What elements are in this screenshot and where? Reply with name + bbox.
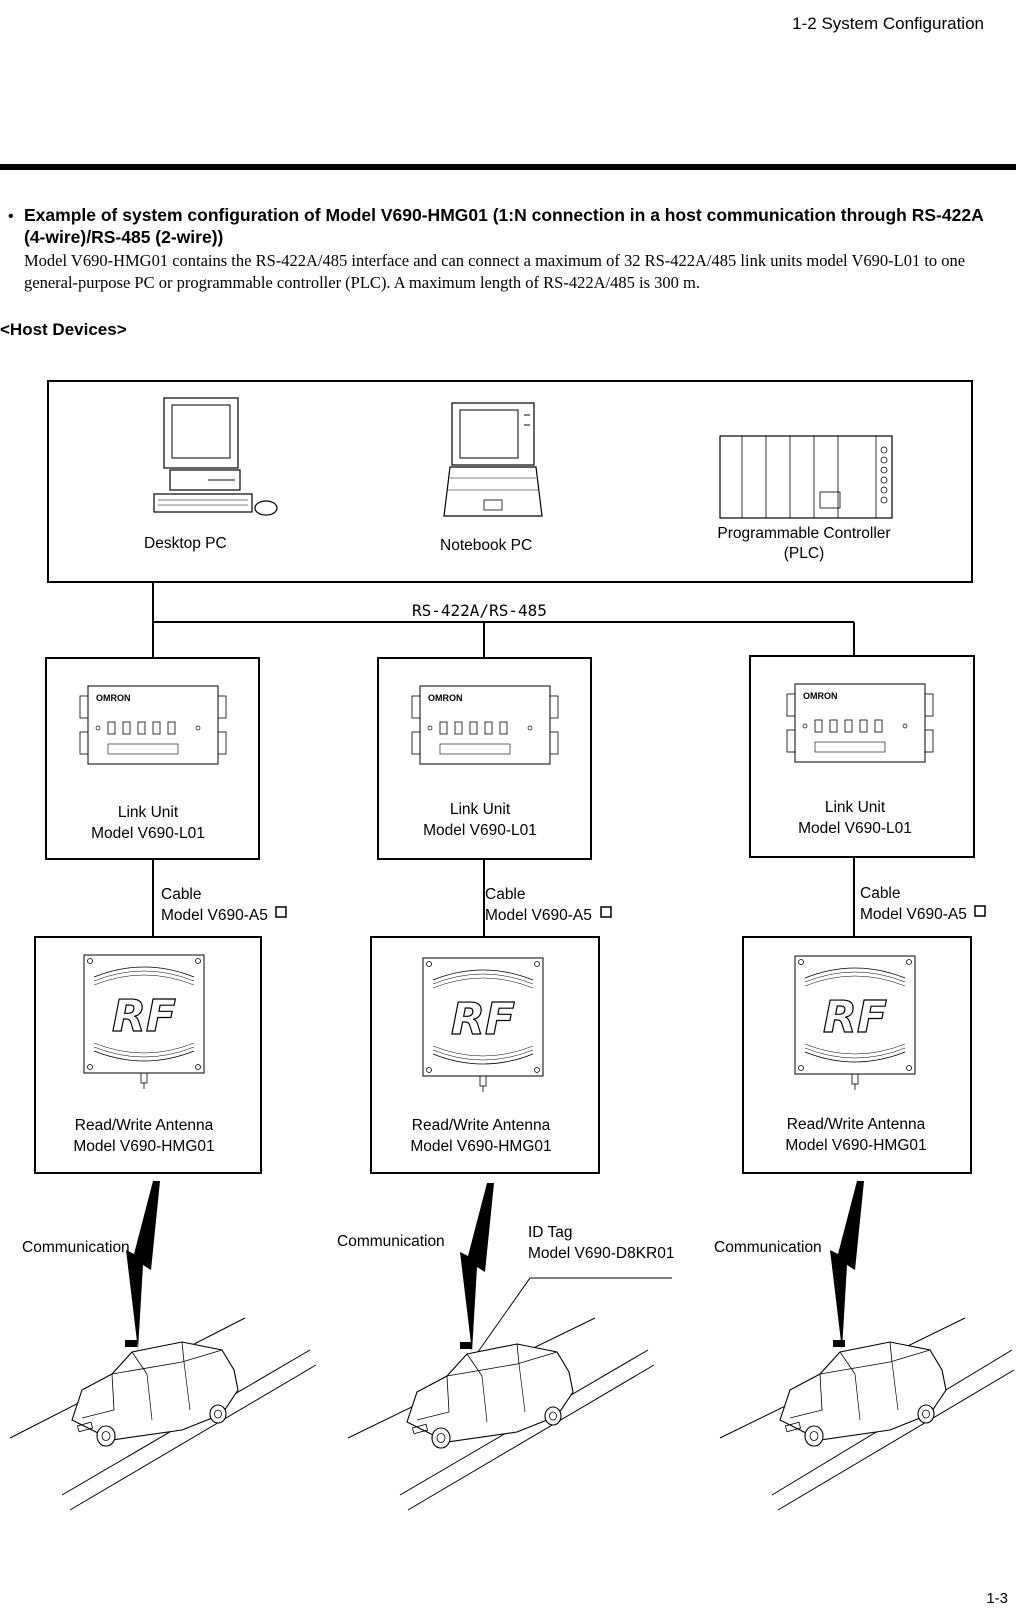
id-tag-icon-2	[460, 1342, 472, 1349]
link-unit-2-line1: Link Unit	[450, 801, 511, 818]
running-header: 1-2 System Configuration	[792, 14, 984, 33]
rf-logo-1: RF	[112, 991, 176, 1042]
communication-label-1: Communication	[22, 1239, 130, 1256]
communication-label-2: Communication	[337, 1233, 445, 1250]
rf-logo-2: RF	[451, 994, 515, 1045]
section-heading: Example of system configuration of Model…	[24, 205, 984, 247]
host-devices-label: <Host Devices>	[0, 320, 127, 339]
link-unit-1-line2: Model V690-L01	[91, 825, 205, 842]
antenna-frame-3	[742, 936, 972, 1174]
antenna-frame-1	[34, 936, 262, 1174]
link-unit-3-line1: Link Unit	[825, 799, 886, 816]
antenna-3-line2: Model V690-HMG01	[785, 1137, 926, 1154]
antenna-2-line1: Read/Write Antenna	[412, 1117, 551, 1134]
cable-1-suffix-box	[275, 906, 287, 918]
communication-label-3: Communication	[714, 1239, 822, 1256]
plc-label-line2: (PLC)	[784, 545, 824, 562]
cable-2-suffix-box	[600, 906, 612, 918]
plc-label-line1: Programmable Controller	[717, 525, 890, 542]
vehicle-3	[779, 1341, 947, 1447]
antenna-1-line1: Read/Write Antenna	[75, 1117, 214, 1134]
communication-bolt-3	[830, 1181, 864, 1350]
cable-2-line1: Cable	[485, 886, 526, 903]
id-tag-icon-3	[833, 1340, 845, 1347]
body-paragraph: Model V690-HMG01 contains the RS-422A/48…	[24, 251, 966, 292]
notebook-pc-label: Notebook PC	[440, 537, 532, 554]
cable-3-suffix-box	[974, 905, 986, 917]
communication-bolt-2	[460, 1183, 494, 1352]
cable-1-line1: Cable	[161, 886, 202, 903]
cable-2-line2: Model V690-A5	[485, 907, 592, 924]
desktop-pc-icon	[153, 397, 278, 516]
cable-1-line2: Model V690-A5	[161, 907, 268, 924]
header-rule	[0, 164, 1016, 170]
desktop-pc-label: Desktop PC	[144, 535, 227, 552]
vehicle-1	[71, 1341, 239, 1447]
id-tag-line2: Model V690-D8KR01	[528, 1245, 674, 1262]
link-unit-2-line2: Model V690-L01	[423, 822, 537, 839]
antenna-frame-2	[370, 936, 600, 1174]
rf-logo-3: RF	[823, 992, 887, 1043]
notebook-pc-icon	[443, 402, 543, 517]
bullet-marker: •	[8, 208, 14, 225]
plc-icon	[719, 435, 893, 519]
id-tag-line1: ID Tag	[528, 1224, 573, 1241]
vehicle-2	[406, 1343, 574, 1449]
antenna-2-line2: Model V690-HMG01	[410, 1138, 551, 1155]
link-unit-1-line1: Link Unit	[118, 804, 179, 821]
cable-lines	[152, 857, 855, 937]
antenna-1-line2: Model V690-HMG01	[73, 1138, 214, 1155]
page-number: 1-3	[986, 1590, 1008, 1607]
host-devices-frame	[47, 380, 973, 583]
rs485-bus	[152, 582, 855, 658]
id-tag-leader-line	[467, 1277, 672, 1367]
id-tag-icon-1	[125, 1340, 137, 1347]
bus-label: RS-422A/RS-485	[412, 601, 547, 620]
brand-label-3: OMRON	[803, 691, 838, 701]
brand-label-1: OMRON	[96, 693, 131, 703]
cable-3-line1: Cable	[860, 885, 901, 902]
link-unit-3-line2: Model V690-L01	[798, 820, 912, 837]
brand-label-2: OMRON	[428, 693, 463, 703]
link-unit-frame-3	[749, 655, 975, 858]
communication-bolt-1	[126, 1181, 160, 1350]
cable-3-line2: Model V690-A5	[860, 906, 967, 923]
antenna-3-line1: Read/Write Antenna	[787, 1116, 926, 1133]
